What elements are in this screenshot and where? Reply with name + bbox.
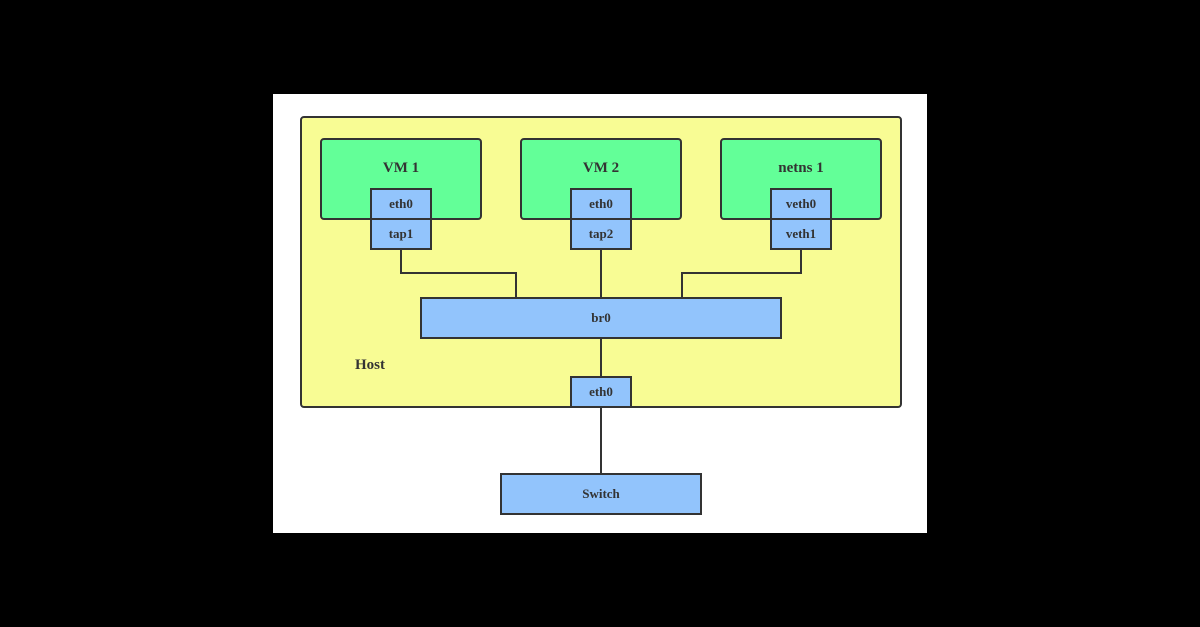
host-eth0-interface: eth0 <box>570 376 632 408</box>
link-tap1-br0 <box>400 250 517 297</box>
veth0-interface: veth0 <box>770 188 832 220</box>
veth1-interface: veth1 <box>770 218 832 250</box>
tap2-interface: tap2 <box>570 218 632 250</box>
link-veth1-br0 <box>681 250 802 297</box>
tap1-interface: tap1 <box>370 218 432 250</box>
host-label: Host <box>355 357 385 373</box>
vm-1-title: VM 1 <box>382 160 420 176</box>
bridge-br0: br0 <box>420 297 782 339</box>
netns-1-title: netns 1 <box>778 160 824 176</box>
switch-box: Switch <box>500 473 702 515</box>
vm-2-title: VM 2 <box>582 160 620 176</box>
